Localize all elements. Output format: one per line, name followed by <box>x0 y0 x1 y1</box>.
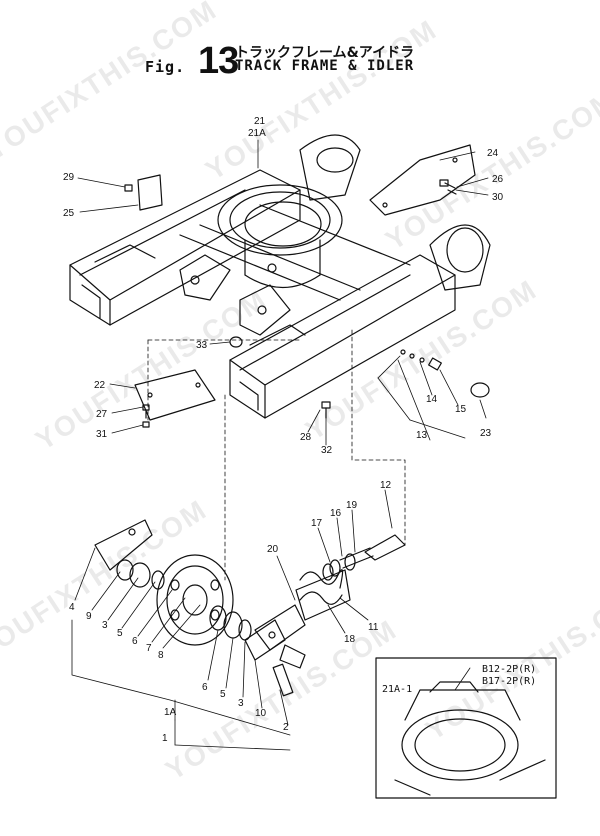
inset-label: 21A-1 <box>382 684 412 695</box>
callout-29: 29 <box>63 172 75 183</box>
callout-19: 19 <box>346 500 358 511</box>
callout-13: 13 <box>416 430 428 441</box>
callout-6-right: 6 <box>202 682 208 693</box>
callout-6-left: 6 <box>132 636 138 647</box>
figure-title-japanese: トラックフレーム&アイドラ <box>235 45 415 61</box>
callout-22: 22 <box>94 380 106 391</box>
callout-20: 20 <box>267 544 279 555</box>
callout-3-left: 3 <box>102 620 108 631</box>
callout-9: 9 <box>86 611 92 622</box>
callout-27: 27 <box>96 409 108 420</box>
inset-note-2: B17-2P(R) <box>482 676 536 687</box>
callout-7: 7 <box>146 643 152 654</box>
track-frame <box>69 134 491 419</box>
callout-25: 25 <box>63 208 75 219</box>
inset-swing-mount <box>394 667 546 796</box>
cap-23 <box>470 382 490 398</box>
callout-14: 14 <box>426 394 438 405</box>
figure-number: 13 <box>198 40 239 82</box>
plate-25 <box>137 174 163 211</box>
inset-labels: 21A-1 B12-2P(R) B17-2P(R) <box>382 664 536 695</box>
callout-5-right: 5 <box>220 689 226 700</box>
grease-fitting-33 <box>229 336 243 348</box>
callout-5-left: 5 <box>117 628 123 639</box>
callout-16: 16 <box>330 508 342 519</box>
idler-assembly <box>94 519 286 661</box>
callout-23: 23 <box>480 428 492 439</box>
figure-prefix: Fig. <box>145 58 186 76</box>
callout-21: 21 <box>254 116 266 127</box>
callout-21a: 21A <box>248 128 266 139</box>
callout-3-right: 3 <box>238 698 244 709</box>
callout-labels: 21 21A 24 29 26 30 25 33 22 27 31 28 32 … <box>63 116 504 744</box>
callout-8: 8 <box>158 650 164 661</box>
inset-frame <box>375 657 557 799</box>
callout-18: 18 <box>344 634 356 645</box>
callout-10: 10 <box>255 708 267 719</box>
callout-26: 26 <box>492 174 504 185</box>
guard-plate-22 <box>134 369 216 421</box>
recoil-spring-assembly <box>254 534 406 697</box>
callout-31: 31 <box>96 429 108 440</box>
bolts-27-31 <box>142 404 150 428</box>
callout-17: 17 <box>311 518 323 529</box>
callout-32: 32 <box>321 445 333 456</box>
bolts-28-32 <box>321 401 331 419</box>
callout-24: 24 <box>487 148 499 159</box>
figure-title-english: TRACK FRAME & IDLER <box>235 58 415 74</box>
bolt-26-30 <box>439 179 457 195</box>
inset-note-1: B12-2P(R) <box>482 664 536 675</box>
callout-2: 2 <box>283 722 289 733</box>
leader-lines <box>71 139 489 751</box>
grease-valve-13-15 <box>400 349 442 371</box>
callout-33: 33 <box>196 340 208 351</box>
callout-12: 12 <box>380 480 392 491</box>
callout-1: 1 <box>162 733 168 744</box>
cover-plate-24 <box>369 144 476 216</box>
callout-28: 28 <box>300 432 312 443</box>
callout-15: 15 <box>455 404 467 415</box>
callout-30: 30 <box>492 192 504 203</box>
bolt-29 <box>124 184 133 192</box>
callout-1a: 1A <box>164 707 177 718</box>
callout-11: 11 <box>368 622 379 633</box>
callout-4: 4 <box>69 602 75 613</box>
